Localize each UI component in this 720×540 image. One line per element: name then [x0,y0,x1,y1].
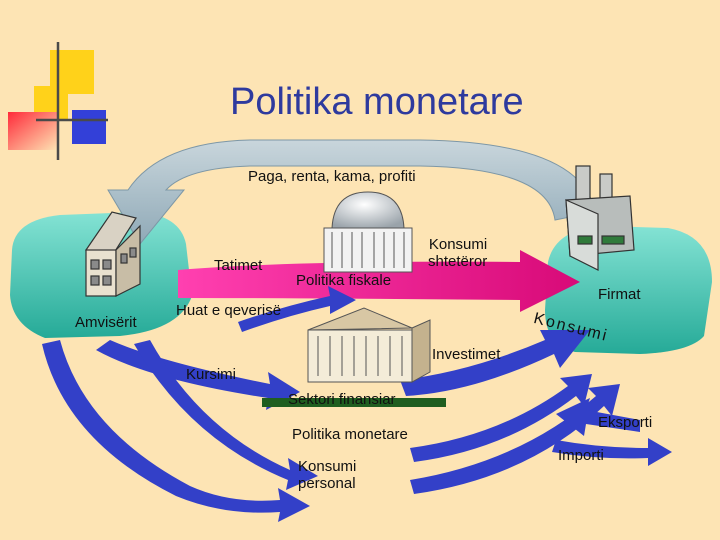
exports-label: Eksporti [598,414,653,431]
slide-title: Politika monetare [230,81,524,123]
bank-building-icon [307,307,431,383]
monetary-policy-label: Politika monetare [292,426,408,443]
financial-sector-bar [262,398,446,407]
investment-label: Investimet [432,346,501,363]
blue-flow-arrows [42,286,672,522]
fiscal-policy-label: Politika fiskale [296,272,392,289]
corner-decoration [8,42,108,160]
imports-label: Importi [558,447,604,464]
government-dome-icon [323,191,413,273]
factory-icon [565,165,635,271]
wage-flow-arrow [107,139,596,245]
wage-rent-interest-profit-label: Paga, renta, kama, profiti [248,168,416,185]
gov-flow-arrow [178,250,580,312]
firms-label: Firmat [598,286,641,303]
government-borrowing-label: Huat e qeverisë [176,302,282,319]
personal-consumption-label: Konsumi personal [298,458,357,492]
households-label: Amvisërit [75,314,137,331]
taxes-label: Tatimet [214,257,263,274]
household-house-icon [85,211,141,297]
government-consumption-label: Konsumi shtetëror [428,236,488,270]
savings-label: Kursimi [186,366,237,383]
financial-sector-label: Sektori finansiar [288,391,396,408]
